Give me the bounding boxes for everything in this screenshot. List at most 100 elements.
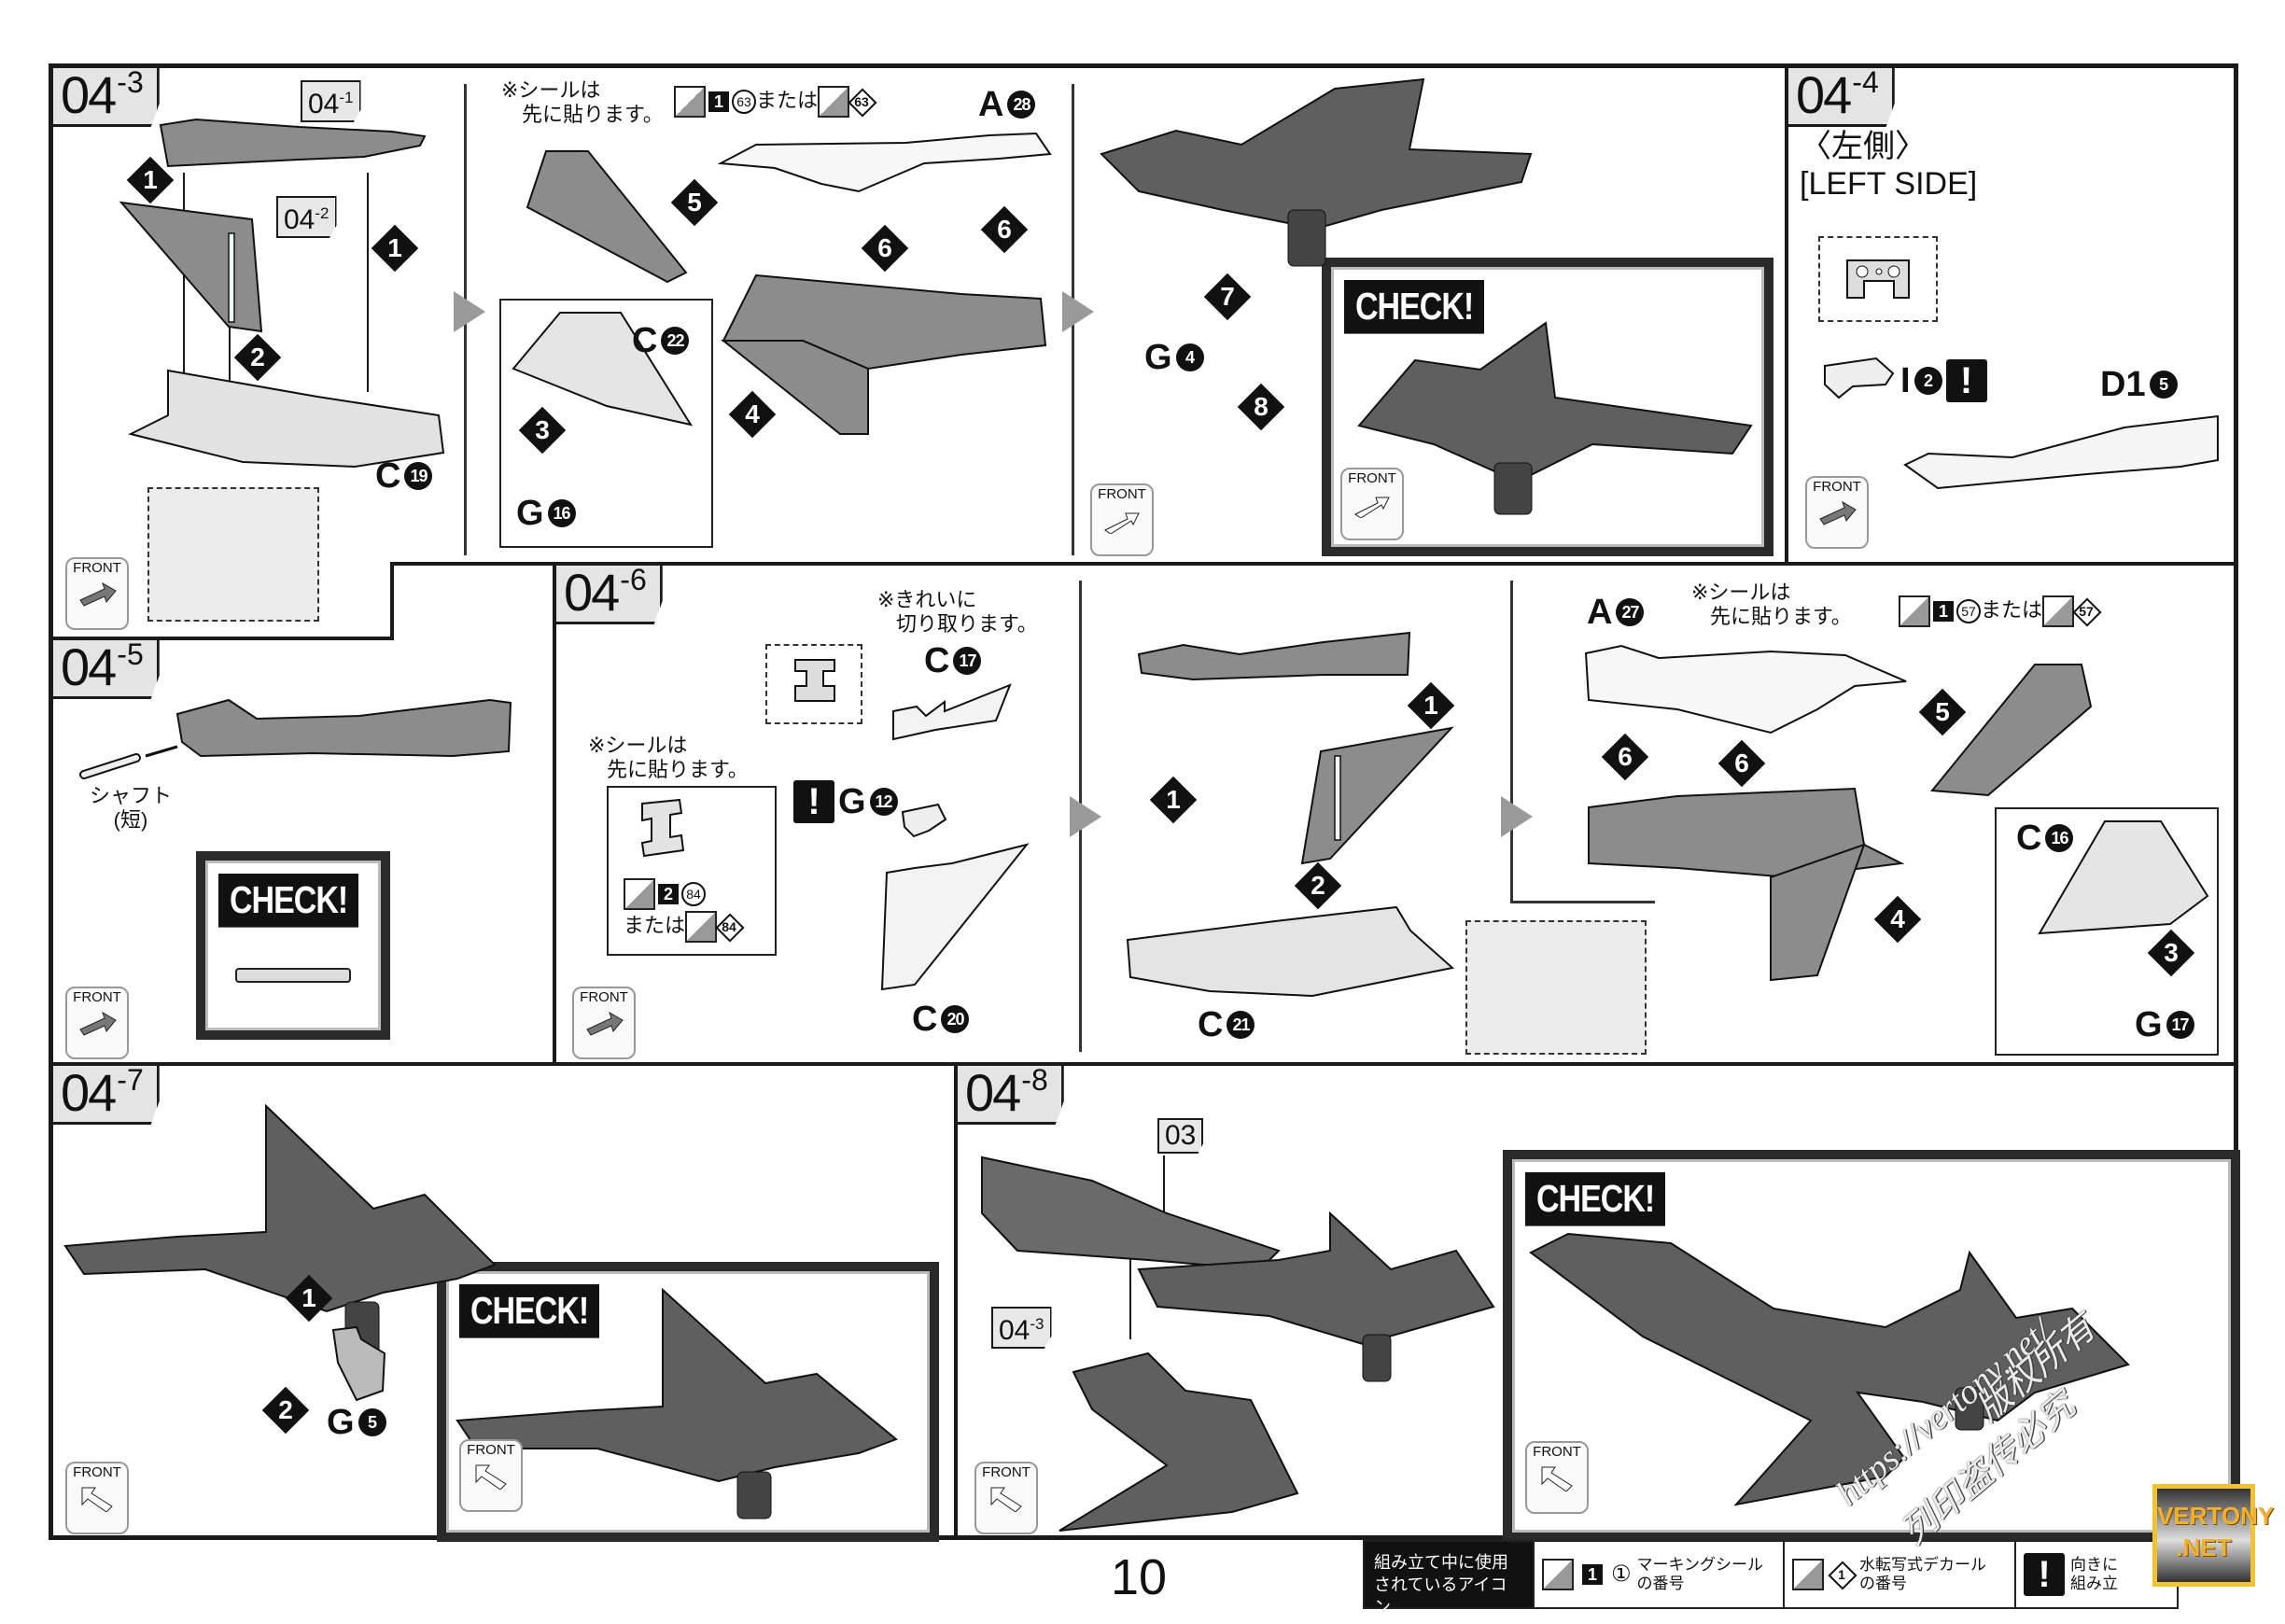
frame-bottom xyxy=(49,1535,2238,1540)
icon-legend: 組み立て中に使用 されているアイコン 1 ① マーキングシールの番号 1 水転写… xyxy=(1363,1540,2179,1617)
row2-divider xyxy=(49,1062,2238,1066)
decal-icon xyxy=(818,86,850,118)
detail-inset-04-6 xyxy=(765,644,862,724)
frame-top xyxy=(49,63,2238,68)
front-arrow-icon xyxy=(990,1487,1022,1512)
step-marker-6b: 6 xyxy=(1717,739,1766,788)
step-marker-8: 8 xyxy=(1237,383,1285,431)
check-panel: CHECK! xyxy=(196,851,390,1040)
front-arrow-icon xyxy=(1819,500,1857,525)
detail-inset-04-3 xyxy=(147,487,319,622)
s04-6-border xyxy=(553,562,556,1066)
clip-part xyxy=(640,798,685,858)
bracket-detail-icon xyxy=(1846,259,1910,299)
sub-divider xyxy=(1510,581,1513,903)
shaft-part xyxy=(79,745,178,779)
next-arrow-icon xyxy=(1070,796,1101,837)
wing-part xyxy=(526,150,688,284)
sticker-icon xyxy=(1542,1559,1574,1590)
step-marker-4: 4 xyxy=(1873,895,1922,944)
step-marker-3: 3 xyxy=(518,406,567,455)
check-label: CHECK! xyxy=(1525,1172,1666,1226)
ref-tag-04-1: 04-1 xyxy=(301,80,361,122)
side-label-en: [LEFT SIDE] xyxy=(1800,166,1978,202)
step-tag-04-4: 04-4 xyxy=(1788,68,1895,127)
s04-4-border xyxy=(1785,63,1788,564)
wing-assembly-part-04-8 xyxy=(1137,1211,1495,1382)
step-tag-04-7: 04-7 xyxy=(53,1066,160,1125)
detail-inset-04-6b xyxy=(1465,920,1647,1055)
row1-divider-right xyxy=(390,562,2238,566)
bracket-part-i2 xyxy=(1824,357,1895,399)
part-g5 xyxy=(331,1325,386,1402)
decal-icon xyxy=(685,911,718,944)
next-arrow-icon xyxy=(454,291,485,332)
legend-orientation: ! 向きに組み立 xyxy=(2014,1542,2177,1607)
front-indicator: FRONT xyxy=(572,987,636,1059)
clip-detail-icon xyxy=(794,659,835,702)
front-indicator: FRONT xyxy=(1525,1441,1589,1514)
assembled-wing-part-04-7 xyxy=(63,1103,497,1359)
step-marker-1b: 1 xyxy=(1149,776,1198,824)
fuselage-assembly-part xyxy=(721,273,1047,435)
sticker-note-04-6: ※シールは 先に貼ります。 xyxy=(588,734,749,781)
step-marker-2: 2 xyxy=(261,1386,310,1435)
check-panel: CHECK! FRONT xyxy=(437,1262,939,1542)
wing-part-c20 xyxy=(880,843,1030,991)
ref-tag-04-3: 04-3 xyxy=(991,1307,1052,1349)
check-preview-part xyxy=(1357,321,1753,515)
front-arrow-icon xyxy=(1354,497,1390,518)
tail-fin-part xyxy=(1300,726,1454,865)
step-marker-7: 7 xyxy=(1203,273,1252,321)
front-arrow-icon xyxy=(79,1011,117,1036)
arrow-line xyxy=(183,173,185,390)
arrow-line xyxy=(1163,1155,1165,1211)
fuselage-assembly-part-right xyxy=(1588,787,1905,982)
frame-right xyxy=(2234,63,2238,1540)
check-label: CHECK! xyxy=(1344,280,1485,334)
check-panel: CHECK! FRONT xyxy=(1322,258,1773,556)
wing-detail-part xyxy=(512,312,694,427)
front-indicator: FRONT xyxy=(65,987,129,1059)
step-marker-6: 6 xyxy=(861,224,909,273)
front-indicator: FRONT xyxy=(1805,476,1869,549)
legend-decal: 1 水転写式デカールの番号 xyxy=(1783,1542,2014,1607)
check-preview-aircraft xyxy=(1529,1232,2130,1506)
step-marker-5: 5 xyxy=(1918,688,1967,736)
sticker-icon xyxy=(624,878,655,911)
front-indicator: FRONT xyxy=(1090,483,1154,556)
arrow-line xyxy=(229,327,231,411)
ref-tag-03: 03 xyxy=(1157,1118,1204,1154)
front-arrow-icon xyxy=(475,1464,507,1490)
check-label: CHECK! xyxy=(218,874,359,928)
strip-part-c17 xyxy=(892,683,1012,741)
step-marker-6: 6 xyxy=(1601,733,1649,781)
check-preview-part xyxy=(456,1287,898,1519)
arrow-line xyxy=(367,173,369,392)
caution-icon: ! xyxy=(1945,359,1987,402)
lower-fuselage-part-c21 xyxy=(1126,905,1455,998)
front-indicator: FRONT xyxy=(1340,468,1404,540)
front-indicator: FRONT xyxy=(974,1462,1038,1534)
step-marker-1: 1 xyxy=(1407,681,1455,730)
next-arrow-icon xyxy=(1501,796,1533,837)
page-number: 10 xyxy=(1111,1549,1168,1605)
check-panel: CHECK! FRONT xyxy=(1503,1150,2240,1542)
decal-icon xyxy=(1792,1559,1824,1590)
detail-inset-04-4 xyxy=(1818,236,1938,322)
tail-fin-part xyxy=(119,201,263,333)
s04-8-border xyxy=(954,1062,958,1540)
boom-part-d15 xyxy=(1903,414,2219,490)
